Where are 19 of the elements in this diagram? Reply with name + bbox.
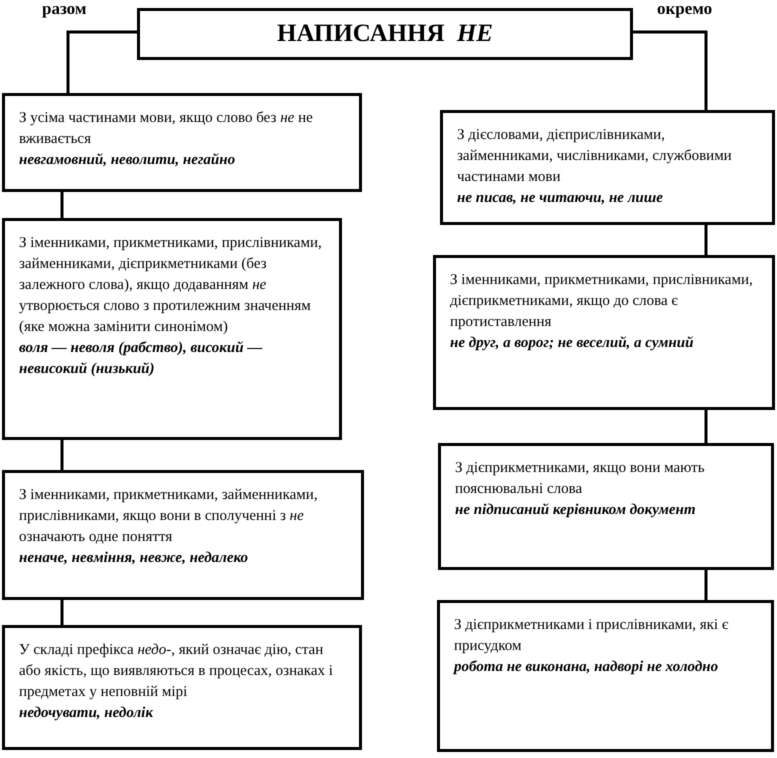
connector-line bbox=[704, 225, 708, 255]
title-box bbox=[137, 8, 633, 60]
connector-line bbox=[66, 30, 137, 93]
example-text: невгамовний, неволити, негайно bbox=[19, 151, 236, 170]
example-text: воля — неволя (рабство), високий — невисокий (низький) bbox=[19, 339, 264, 379]
title-text: НАПИСАННЯ НЕ bbox=[277, 19, 493, 50]
connector-line bbox=[704, 570, 708, 600]
example-text: не писав, не читаючи, не лише bbox=[457, 189, 664, 208]
example-text: не підписаний керівником документ bbox=[455, 501, 696, 520]
connector-line bbox=[704, 410, 708, 443]
rule-text: З іменниками, прикметниками, прислівниками, займенниками, дієприкметниками (без залежного слова), якщо додаванням не утворюється слово з протилежним значенням (яке можна замінити синонімом) bbox=[19, 234, 323, 337]
example-text: неначе, невміння, невже, недалеко bbox=[19, 549, 250, 568]
connector-line bbox=[60, 192, 64, 218]
example-text: робота не виконана, надворі не холодно bbox=[454, 658, 720, 677]
connector-line bbox=[60, 600, 64, 625]
connector-line bbox=[633, 30, 708, 110]
example-text: недочувати, недолік bbox=[19, 704, 154, 723]
example-text: не друг, а ворог; не веселий, а сумний bbox=[450, 334, 694, 353]
connector-line bbox=[60, 440, 64, 470]
